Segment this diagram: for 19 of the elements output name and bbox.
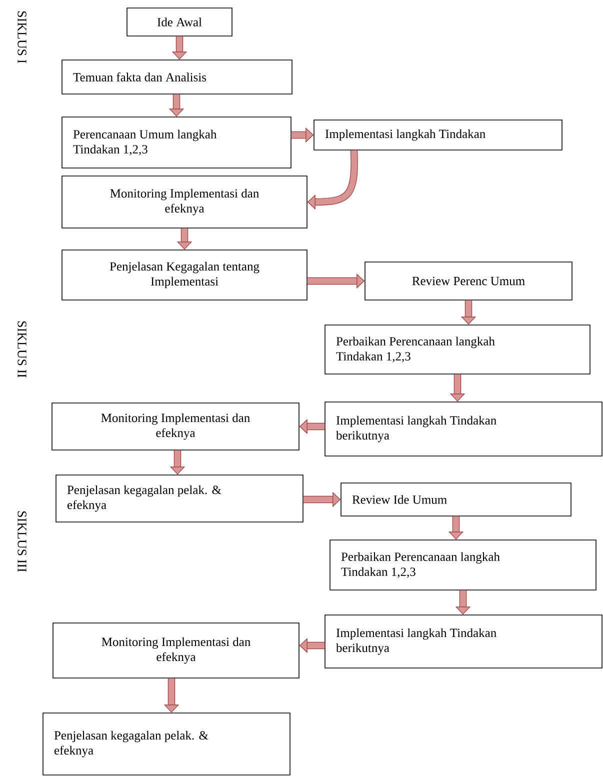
process-box: Implementasi langkah Tindakan (314, 120, 562, 150)
process-box: Review Ide Umum (340, 482, 572, 516)
process-box: Implementasi langkah Tindakan berikutnya (324, 402, 602, 456)
process-box: Ide Awal (126, 8, 232, 36)
process-box: Temuan fakta dan Analisis (62, 60, 292, 94)
process-box: Penjelasan Kegagalan tentang Implementasi (62, 250, 308, 300)
process-box: Implementasi langkah Tindakan berikutnya (324, 614, 602, 668)
process-box: Perbaikan Perencanaan langkah Tindakan 1,2,3 (330, 540, 596, 590)
process-box: Monitoring Implementasi dan efeknya (52, 402, 300, 450)
process-box: Penjelasan kegagalan pelak. & efeknya (42, 712, 290, 776)
process-box: Perbaikan Perencanaan langkah Tindakan 1,2,3 (324, 324, 590, 374)
cycle-label: SIKLUS III (18, 511, 26, 572)
process-box: Review Perenc Umum (364, 262, 572, 300)
cycle-label: SIKLUS II (18, 321, 26, 378)
process-box: Perencanaan Umum langkah Tindakan 1,2,3 (62, 116, 292, 168)
process-box: Penjelasan kegagalan pelak. & efeknya (56, 474, 304, 522)
process-box: Monitoring Implementasi dan efeknya (62, 176, 308, 228)
process-box: Monitoring Implementasi dan efeknya (52, 622, 300, 678)
cycle-label: SIKLUS I (18, 11, 26, 64)
